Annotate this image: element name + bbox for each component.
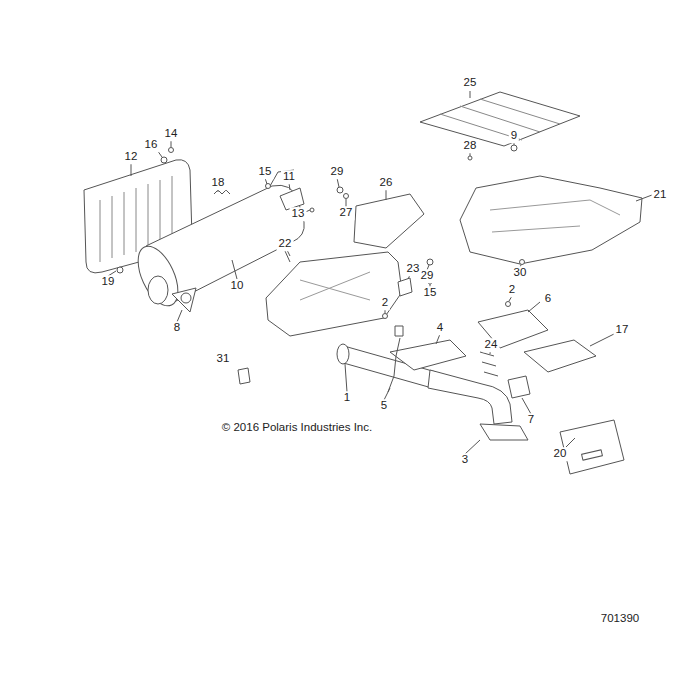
callout-number: 27	[338, 206, 355, 220]
skid-plate	[560, 420, 624, 474]
callout-number: 30	[512, 266, 529, 280]
fasteners	[117, 145, 525, 319]
muffler-end	[130, 240, 186, 312]
heat-shield	[524, 340, 596, 372]
leader-lines	[108, 91, 652, 454]
callout-number: 15	[257, 165, 274, 179]
clip	[398, 278, 412, 296]
callout-number: 2	[380, 296, 390, 310]
callout-number: 10	[229, 279, 246, 293]
callout-number: 19	[100, 275, 117, 289]
plate-slot	[582, 450, 603, 460]
shield-ribs	[440, 99, 560, 140]
sensor	[395, 326, 403, 336]
callout-number: 29	[329, 165, 346, 179]
catalyst-pipe	[428, 370, 512, 424]
heat-shield	[460, 176, 642, 264]
heat-shield	[420, 92, 580, 146]
callout-number: 22	[277, 237, 294, 251]
heat-shield	[266, 252, 402, 336]
callout-number: 701390	[599, 612, 641, 626]
flange-ring	[480, 424, 528, 440]
pipe-flange	[337, 344, 349, 364]
callout-number: 4	[435, 321, 445, 335]
callout-number: 11	[281, 170, 297, 184]
callout-number: 8	[172, 321, 182, 335]
callout-number: 15	[422, 286, 439, 300]
callout-number: 28	[462, 139, 479, 153]
clip	[238, 368, 250, 384]
callout-number: 16	[143, 138, 160, 152]
callout-number: 1	[342, 391, 352, 405]
callout-number: 31	[215, 352, 232, 366]
callout-number: 3	[460, 453, 470, 467]
callout-number: 25	[462, 76, 479, 90]
bolt	[480, 352, 498, 376]
callout-number: 23	[405, 262, 422, 276]
callout-number: 24	[483, 338, 500, 352]
gasket-hole	[181, 293, 191, 303]
callout-number: 26	[378, 176, 395, 190]
callout-number: 13	[290, 207, 307, 221]
heat-shield	[390, 340, 466, 370]
callout-number: 14	[163, 127, 180, 141]
callout-number: 6	[543, 292, 553, 306]
callout-number: 7	[526, 413, 536, 427]
callout-number: 18	[210, 176, 227, 190]
spring	[214, 190, 230, 194]
heat-shield	[354, 194, 424, 248]
callout-number: 17	[614, 323, 631, 337]
copyright-note: © 2016 Polaris Industries Inc.	[220, 421, 374, 435]
shield-emboss	[490, 200, 620, 232]
callout-number: 12	[123, 150, 140, 164]
callout-number: 2	[507, 283, 517, 297]
muffler-outlet	[148, 276, 168, 304]
gasket	[172, 288, 196, 312]
callout-number: 5	[379, 399, 389, 413]
callout-number: 9	[509, 129, 519, 143]
gasket	[508, 376, 530, 398]
sensor-wire	[388, 338, 400, 392]
shield-emboss	[300, 272, 370, 300]
callout-number: 21	[652, 188, 669, 202]
callout-number: 20	[552, 447, 569, 461]
